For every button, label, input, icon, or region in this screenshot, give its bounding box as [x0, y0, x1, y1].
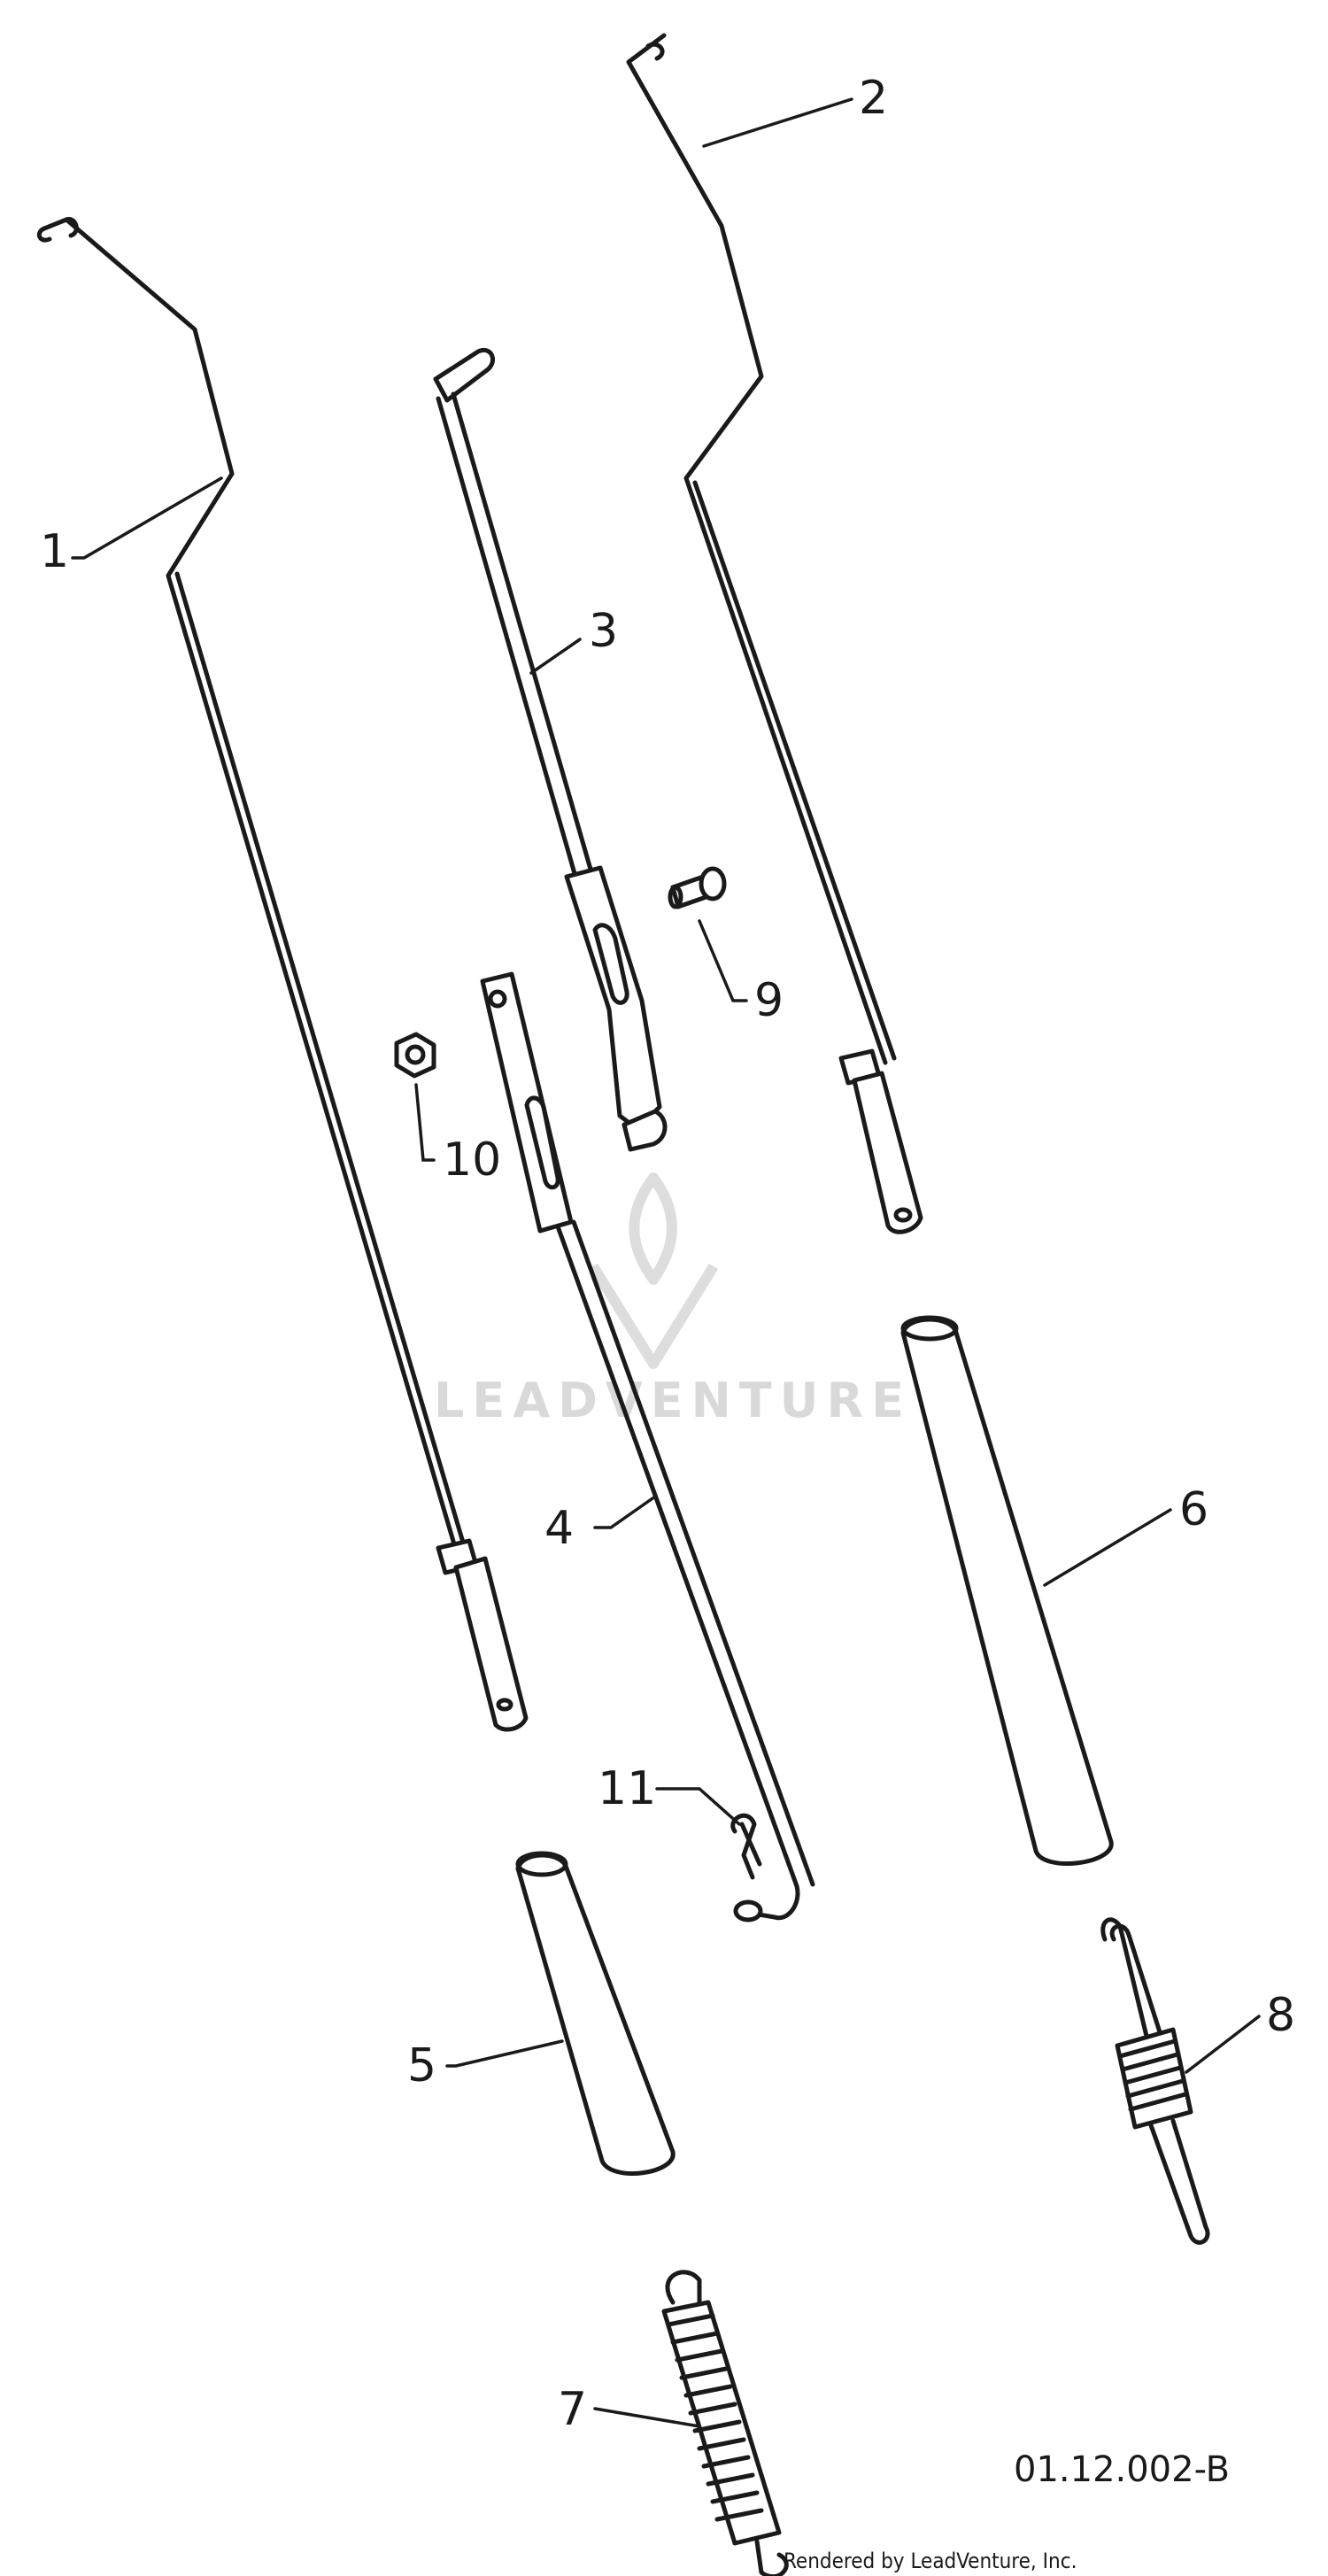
part-8-spring: [1100, 1917, 1210, 2245]
callout-11: 11: [598, 1762, 656, 1815]
part-5-tube: [515, 1851, 676, 2176]
part-1-end: [453, 1556, 529, 1732]
v-logo-icon: [588, 1263, 719, 1369]
flame-logo-icon: [629, 1172, 677, 1285]
callout-7: 7: [558, 2383, 587, 2436]
part-1-rod: [36, 216, 529, 1732]
part-2-rod: [626, 33, 923, 1234]
callout-6: 6: [1179, 1483, 1208, 1536]
leader-4: [593, 1495, 657, 1529]
render-credit: Rendered by LeadVenture, Inc.: [784, 2549, 1077, 2573]
callout-10: 10: [443, 1133, 501, 1187]
drawing-number: 01.12.002-B: [1014, 2449, 1230, 2490]
part-2-end: [852, 1071, 923, 1234]
part-4-rod: [480, 971, 815, 1922]
callout-3: 3: [589, 605, 618, 658]
callout-labels: 1 2 3 4 5 6 7 8 9 10 11: [40, 72, 1295, 2436]
callout-8: 8: [1266, 1989, 1295, 2042]
watermark: LEADVENTURE: [434, 1172, 912, 1428]
part-3-hook: [622, 1109, 668, 1152]
callout-5: 5: [407, 2039, 436, 2093]
leader-2: [702, 97, 853, 148]
leader-7: [593, 2407, 701, 2428]
part-7-spring: [661, 2270, 789, 2576]
leader-3: [529, 638, 582, 675]
leader-10: [414, 1083, 436, 1162]
callout-9: 9: [754, 974, 784, 1027]
part-10-nut: [394, 1032, 436, 1079]
leader-1: [71, 476, 223, 560]
part-9-pin: [668, 866, 727, 909]
callout-2: 2: [859, 72, 888, 125]
watermark-text: LEADVENTURE: [434, 1373, 912, 1428]
callout-1: 1: [40, 525, 69, 578]
leader-6: [1043, 1508, 1172, 1587]
leader-11: [655, 1787, 741, 1826]
leader-8: [1185, 2015, 1261, 2074]
part-11-clip: [730, 1813, 762, 1880]
callout-4: 4: [544, 1502, 574, 1555]
part-3-end-cap: [433, 347, 495, 403]
leader-5: [445, 2039, 564, 2068]
leader-lines: [71, 97, 1261, 2428]
part-4-hook-end: [733, 1899, 763, 1922]
part-3-rod: [433, 347, 668, 1152]
part-6-tube: [900, 1315, 1114, 1866]
leader-9: [698, 919, 748, 1002]
